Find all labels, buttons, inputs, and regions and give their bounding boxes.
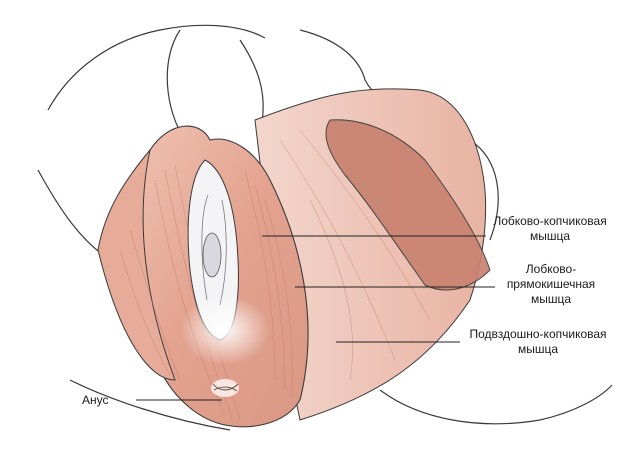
left-levator-sheet <box>97 149 176 381</box>
label-puborectalis: Лобково- прямокишечная мышца <box>493 262 609 307</box>
label-puborectalis-line3: мышца <box>530 292 572 306</box>
anus-mark <box>211 379 239 397</box>
label-anus: Анус <box>82 393 109 407</box>
label-puborectalis-line1: Лобково- <box>525 262 577 276</box>
label-puborectalis-line2: прямокишечная <box>506 277 596 291</box>
obturator-flap <box>325 119 491 291</box>
body-outline <box>37 24 613 431</box>
label-iliococcygeus-line1: Подвздошно-копчиковая <box>469 327 607 341</box>
label-iliococcygeus-line2: мышца <box>517 342 559 356</box>
label-pubococcygeus-line2: мышца <box>529 229 571 243</box>
label-pubococcygeus-line1: Лобково-копчиковая <box>493 214 607 228</box>
label-pubococcygeus: Лобково-копчиковая мышца <box>486 214 614 244</box>
label-iliococcygeus: Подвздошно-копчиковая мышца <box>458 327 618 357</box>
leader-lines <box>136 235 495 401</box>
